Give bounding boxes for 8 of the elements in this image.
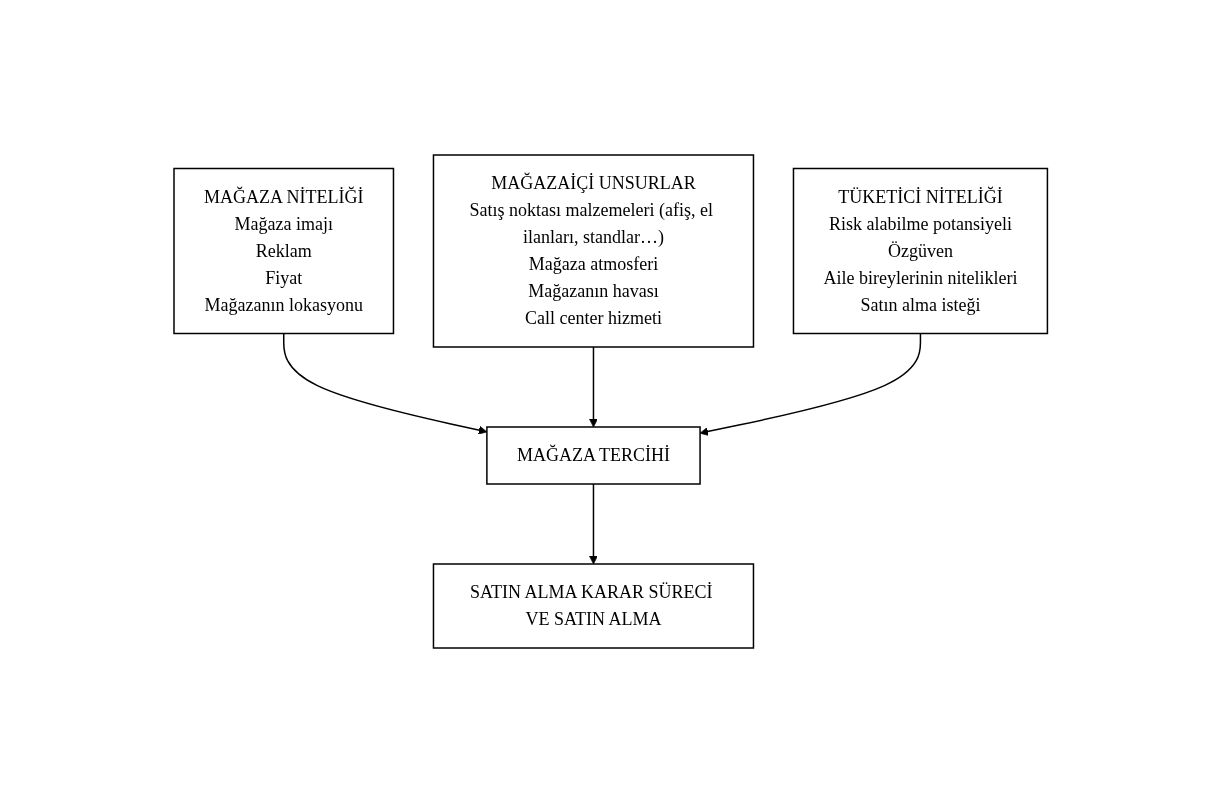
- node-box: TÜKETİCİ NİTELİĞİ Risk alabilme potansiyeli Özgüven Aile bireylerinin nitelikleri Satın alma isteği: [793, 167, 1049, 335]
- node-box: MAĞAZAİÇİ UNSURLAR Satış noktası malzemeleri (afiş, el ilanları, standlar…) Mağaza atmosferi Mağazanın havası Call center hizmeti: [433, 154, 755, 348]
- node-box: SATIN ALMA KARAR SÜRECİ VE SATIN ALMA: [433, 563, 755, 649]
- arrow: [589, 346, 599, 428]
- arrow: [589, 483, 599, 565]
- node-box: MAĞAZA TERCİHİ: [486, 426, 702, 485]
- arrow: [283, 332, 488, 435]
- node-box: MAĞAZA NİTELİĞİ Mağaza imajı Reklam Fiyat Mağazanın lokasyonu: [173, 167, 395, 335]
